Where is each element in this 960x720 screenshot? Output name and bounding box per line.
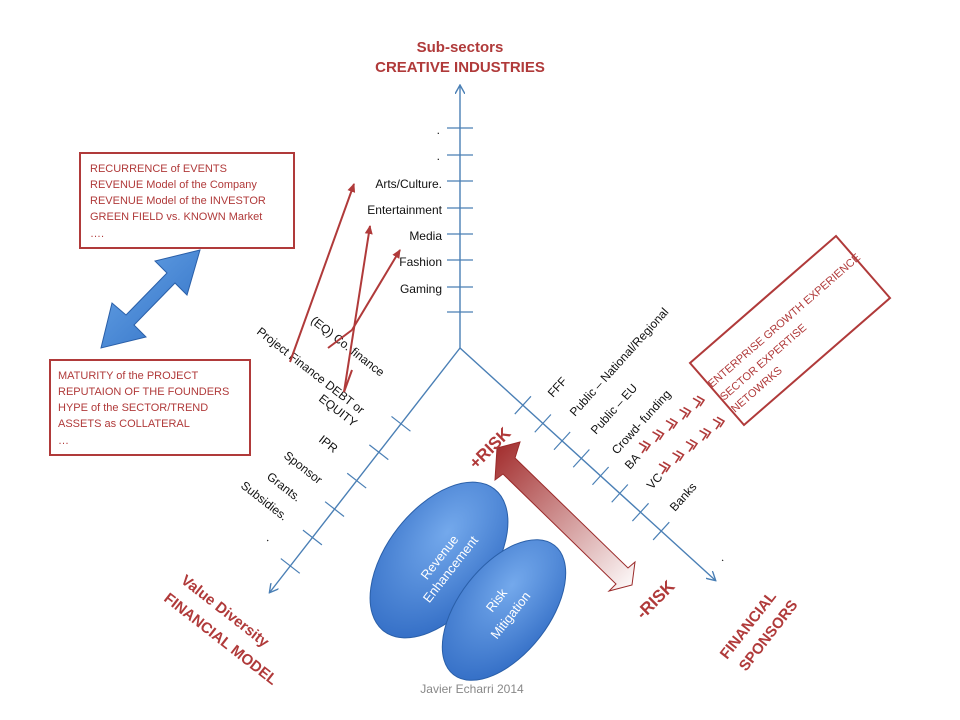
box-recurrence-line-4: GREEN FIELD vs. KNOWN Market	[90, 211, 262, 223]
title-subsectors: Sub-sectors	[417, 39, 504, 56]
right-tick-3	[553, 431, 571, 451]
left-tick-2	[368, 444, 389, 461]
subsector-labels: . . Arts/Culture. Entertainment Media Fa…	[367, 123, 442, 296]
right-tick-7	[631, 502, 650, 522]
label-entertainment: Entertainment	[367, 203, 442, 217]
box-experience: ENTERPRISE GROWTH EXPERIENCE SECTOR EXPE…	[688, 234, 892, 427]
ba-chevron-5	[692, 395, 706, 409]
right-tick-8	[652, 521, 670, 541]
blue-double-arrow	[100, 249, 201, 349]
right-tick-2	[534, 414, 552, 433]
box-recurrence: RECURRENCE of EVENTS REVENUE Model of th…	[79, 152, 295, 249]
label-banks: Banks	[667, 480, 700, 514]
link-arrow-arts	[289, 183, 356, 363]
box-maturity-line-5: …	[58, 435, 69, 447]
box-maturity-line-3: HYPE of the SECTOR/TREND	[58, 402, 208, 414]
risk-gradient-arrow	[494, 441, 636, 592]
link-arrow-media	[343, 225, 373, 393]
box-recurrence-frame	[79, 152, 295, 249]
vc-chevron-1	[658, 461, 672, 475]
left-tick-6	[280, 558, 301, 574]
ba-chevron-4	[679, 406, 692, 420]
label-left-dot: .	[264, 531, 275, 544]
ba-chevron-3	[665, 417, 679, 432]
minus-risk-label: -RISK	[632, 576, 679, 623]
financial-model-labels: (EQ) Co. finance Project Finance DEBT or…	[238, 313, 387, 544]
right-axis	[459, 347, 715, 580]
label-ba: BA	[622, 451, 643, 472]
right-tick-6	[611, 484, 629, 503]
vc-chevron-2	[672, 450, 685, 464]
left-tick-1	[391, 415, 411, 432]
right-tick-4	[572, 449, 590, 468]
title-creative-industries: CREATIVE INDUSTRIES	[375, 59, 545, 76]
box-maturity-line-2: REPUTAION OF THE FOUNDERS	[58, 386, 229, 398]
label-gaming: Gaming	[400, 282, 442, 296]
vc-chevron-5	[712, 416, 726, 430]
left-tick-4	[324, 501, 345, 517]
oval-risk	[441, 539, 567, 681]
left-tick-3	[346, 472, 367, 489]
box-recurrence-line-1: RECURRENCE of EVENTS	[90, 163, 227, 175]
credit: Javier Echarri 2014	[420, 682, 524, 696]
vc-chevron-4	[699, 427, 712, 441]
box-maturity-frame	[49, 359, 251, 456]
axis-ticks	[280, 127, 670, 574]
vertical-dot-2: .	[437, 149, 440, 163]
label-ipr: IPR	[316, 432, 341, 456]
box-experience-frame	[688, 234, 892, 427]
risk-arrow	[494, 441, 636, 592]
label-arts-culture: Arts/Culture.	[375, 177, 442, 191]
label-right-dot: .	[714, 552, 727, 564]
link-arrow-fashion	[351, 249, 401, 331]
growth-chevrons	[638, 395, 726, 475]
double-arrow	[100, 249, 201, 349]
label-fff: FFF	[545, 374, 570, 400]
link-stem	[343, 369, 353, 393]
vc-chevron-3	[685, 438, 699, 453]
box-maturity-line-4: ASSETS as COLLATERAL	[58, 418, 190, 430]
model-subsector-links	[289, 183, 401, 393]
left-axis	[270, 347, 461, 592]
box-recurrence-line-2: REVENUE Model of the Company	[90, 179, 257, 191]
link-branch	[327, 329, 353, 349]
box-maturity: MATURITY of the PROJECT REPUTAION OF THE…	[49, 359, 251, 456]
axes	[270, 86, 715, 592]
label-media: Media	[409, 229, 442, 243]
right-tick-5	[592, 466, 610, 486]
ba-chevron-2	[652, 429, 665, 443]
vertical-dot-1: .	[437, 123, 440, 137]
box-recurrence-line-3: REVENUE Model of the INVESTOR	[90, 195, 266, 207]
label-fashion: Fashion	[399, 255, 442, 269]
right-tick-1	[514, 395, 532, 415]
oval-risk-group: Risk Mitigation	[441, 539, 567, 681]
box-recurrence-line-5: ….	[90, 228, 104, 240]
box-maturity-line-1: MATURITY of the PROJECT	[58, 370, 198, 382]
left-tick-5	[302, 529, 323, 546]
ba-chevron-1	[638, 440, 652, 454]
